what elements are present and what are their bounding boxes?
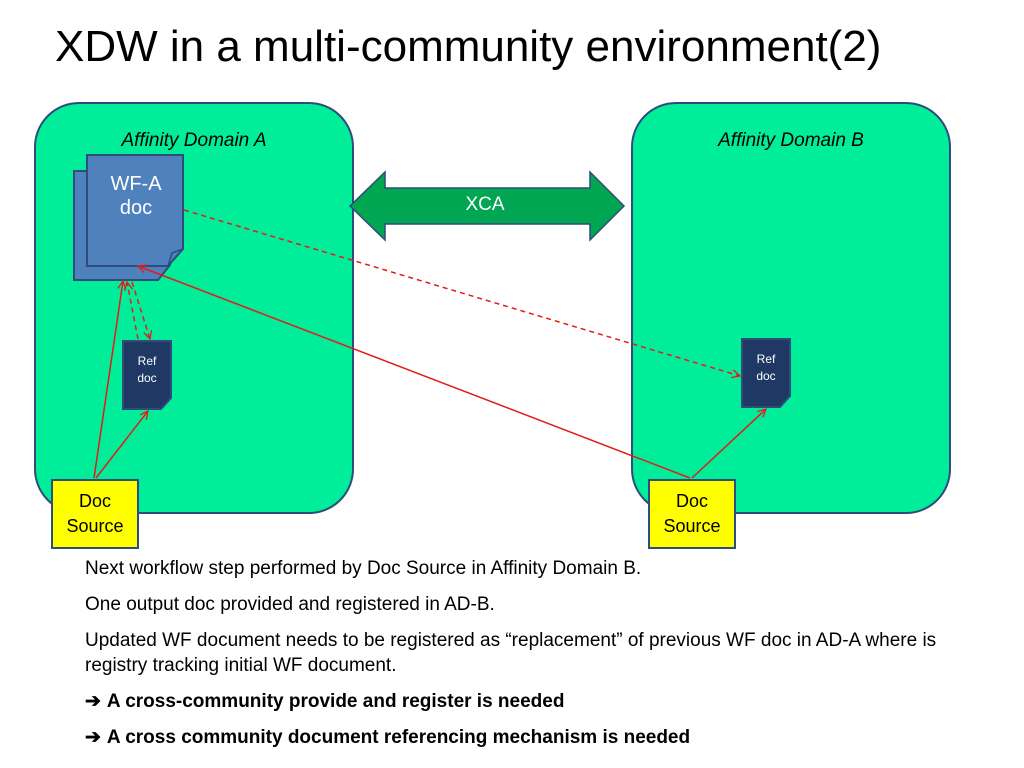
ref-doc-a-label-line1: Ref bbox=[137, 354, 157, 368]
ref-doc-a-icon bbox=[122, 340, 172, 410]
note-line-4: ➔A cross-community provide and register … bbox=[85, 689, 945, 714]
wf-a-doc-icon bbox=[73, 154, 184, 281]
wf-a-doc-label-line1: WF-A bbox=[110, 173, 162, 195]
connector-wf-doc-to-ref-doc-a bbox=[131, 281, 150, 339]
note-line-5-text: A cross community document referencing m… bbox=[106, 727, 691, 749]
note-line-4-text: A cross-community provide and register i… bbox=[106, 691, 565, 713]
page-title: XDW in a multi-community environment(2) bbox=[55, 22, 882, 71]
wf-a-doc-label-line2: doc bbox=[119, 197, 153, 219]
arrow-right-icon: ➔ bbox=[85, 727, 101, 749]
xca-label: XCA bbox=[465, 194, 505, 215]
connector-wf-doc-to-ref-doc-b bbox=[183, 209, 740, 376]
doc-source-a-line2: Source bbox=[66, 516, 124, 536]
doc-source-b-line2: Source bbox=[663, 516, 721, 536]
ref-doc-a-label: Ref doc bbox=[123, 353, 171, 388]
ref-doc-b-icon bbox=[741, 338, 791, 408]
connector-source-b-to-wf-doc bbox=[138, 266, 691, 479]
note-line-2: One output doc provided and registered i… bbox=[85, 594, 495, 616]
note-line-1: Next workflow step performed by Doc Sour… bbox=[85, 558, 642, 579]
ref-doc-a-label-line2: doc bbox=[137, 371, 157, 386]
notes: Next workflow step performed by Doc Sour… bbox=[85, 556, 945, 761]
connector-source-b-to-ref-doc-b bbox=[691, 409, 766, 479]
affinity-domain-b-label: Affinity Domain B bbox=[718, 130, 864, 151]
note-line-5: ➔A cross community document referencing … bbox=[85, 725, 945, 750]
ref-doc-b-label: Ref doc bbox=[742, 351, 790, 386]
connector-source-a-to-wf-doc bbox=[93, 281, 123, 479]
doc-source-a: Doc Source bbox=[51, 479, 139, 549]
doc-source-b: Doc Source bbox=[648, 479, 736, 549]
xca-double-arrow bbox=[348, 170, 626, 242]
affinity-domain-a-label: Affinity Domain A bbox=[121, 130, 267, 151]
doc-source-a-line1: Doc bbox=[78, 490, 111, 511]
doc-source-b-line1: Doc bbox=[675, 490, 708, 511]
note-line-3: Updated WF document needs to be register… bbox=[85, 630, 937, 677]
connector-source-a-to-ref-doc-a bbox=[95, 411, 148, 479]
connector-ref-doc-a-to-wf-doc bbox=[127, 282, 139, 340]
arrow-right-icon: ➔ bbox=[85, 691, 101, 713]
ref-doc-b-label-line1: Ref bbox=[756, 352, 776, 366]
wf-a-doc-label: WF-A doc bbox=[88, 172, 184, 220]
affinity-domain-b: Affinity Domain B bbox=[631, 102, 951, 514]
ref-doc-b-label-line2: doc bbox=[756, 369, 776, 384]
